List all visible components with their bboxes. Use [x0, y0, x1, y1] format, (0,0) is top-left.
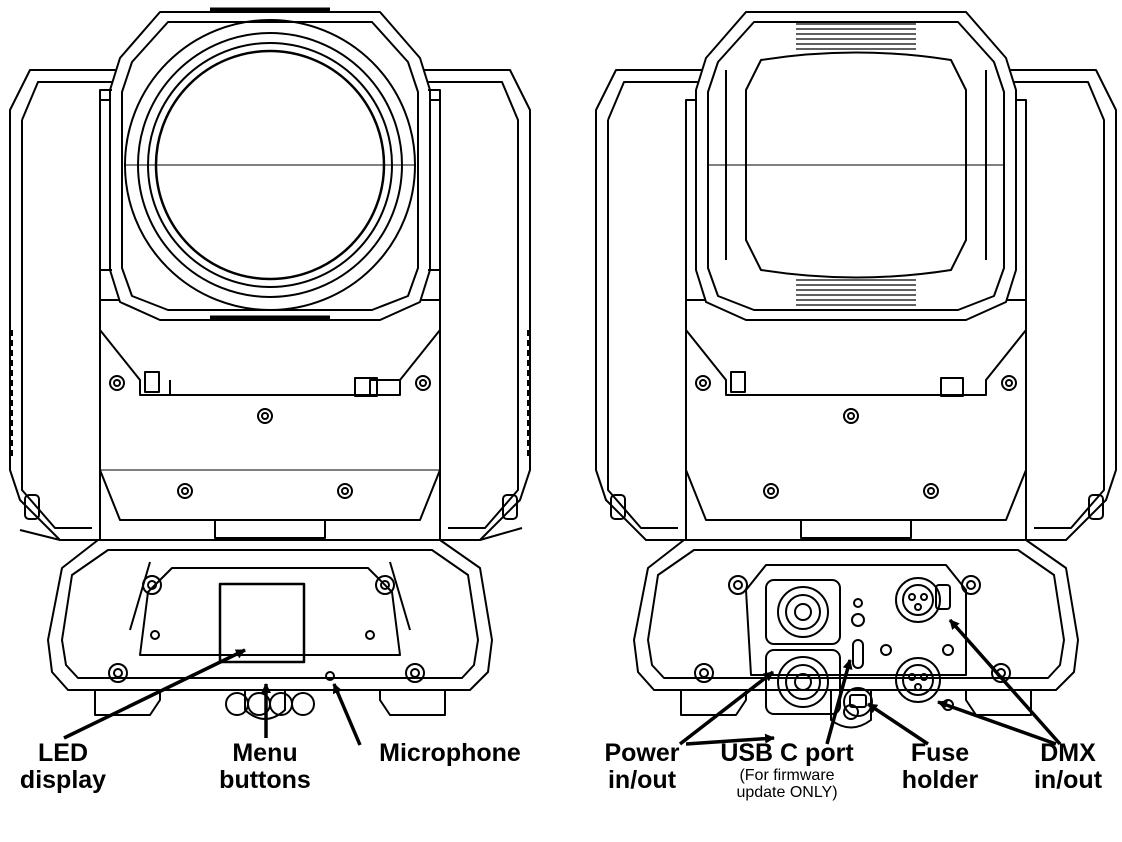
led-display: [218, 582, 306, 664]
label-usb: USB C port (For firmware update ONLY): [712, 739, 862, 802]
label-led-display: LED display: [8, 740, 118, 794]
front-base: [47, 539, 493, 720]
label-dmx: DMX in/out: [1018, 740, 1118, 794]
microphone-port: [325, 671, 335, 681]
fuse-holder[interactable]: [843, 687, 873, 717]
label-usb-line3: update ONLY): [736, 784, 838, 801]
rear-body-plate: [685, 299, 1027, 539]
usb-c-port[interactable]: [851, 598, 865, 669]
rear-head: [695, 11, 1017, 321]
rear-yoke: [595, 69, 1117, 541]
front-view: [9, 7, 531, 720]
label-menu-buttons: Menu buttons: [205, 740, 325, 794]
label-menu-buttons-line1: Menu: [232, 739, 298, 767]
label-menu-buttons-line2: buttons: [219, 766, 311, 794]
label-usb-line2: (For firmware: [739, 767, 835, 784]
power-connectors[interactable]: [765, 579, 841, 715]
label-microphone-text: Microphone: [379, 739, 521, 767]
label-dmx-line1: DMX: [1040, 739, 1096, 767]
front-yoke: [9, 69, 531, 541]
menu-buttons[interactable]: [225, 692, 315, 716]
label-usb-line1: USB C port: [720, 739, 854, 767]
rear-base: [633, 539, 1079, 729]
rear-view: [595, 11, 1117, 729]
label-power-line1: Power: [604, 739, 680, 767]
label-power-line2: in/out: [607, 766, 677, 794]
label-power: Power in/out: [592, 740, 692, 794]
callout-arrows: [63, 618, 1062, 746]
front-head: [99, 7, 441, 321]
label-dmx-line2: in/out: [1033, 766, 1103, 794]
dmx-connectors[interactable]: [880, 577, 954, 711]
label-led-display-line1: LED: [38, 739, 88, 767]
label-fuse-line1: Fuse: [910, 739, 970, 767]
label-fuse: Fuse holder: [895, 740, 985, 794]
front-body-plate: [99, 299, 441, 539]
label-led-display-line2: display: [19, 766, 107, 794]
label-fuse-line2: holder: [901, 766, 979, 794]
label-microphone: Microphone: [365, 740, 535, 767]
